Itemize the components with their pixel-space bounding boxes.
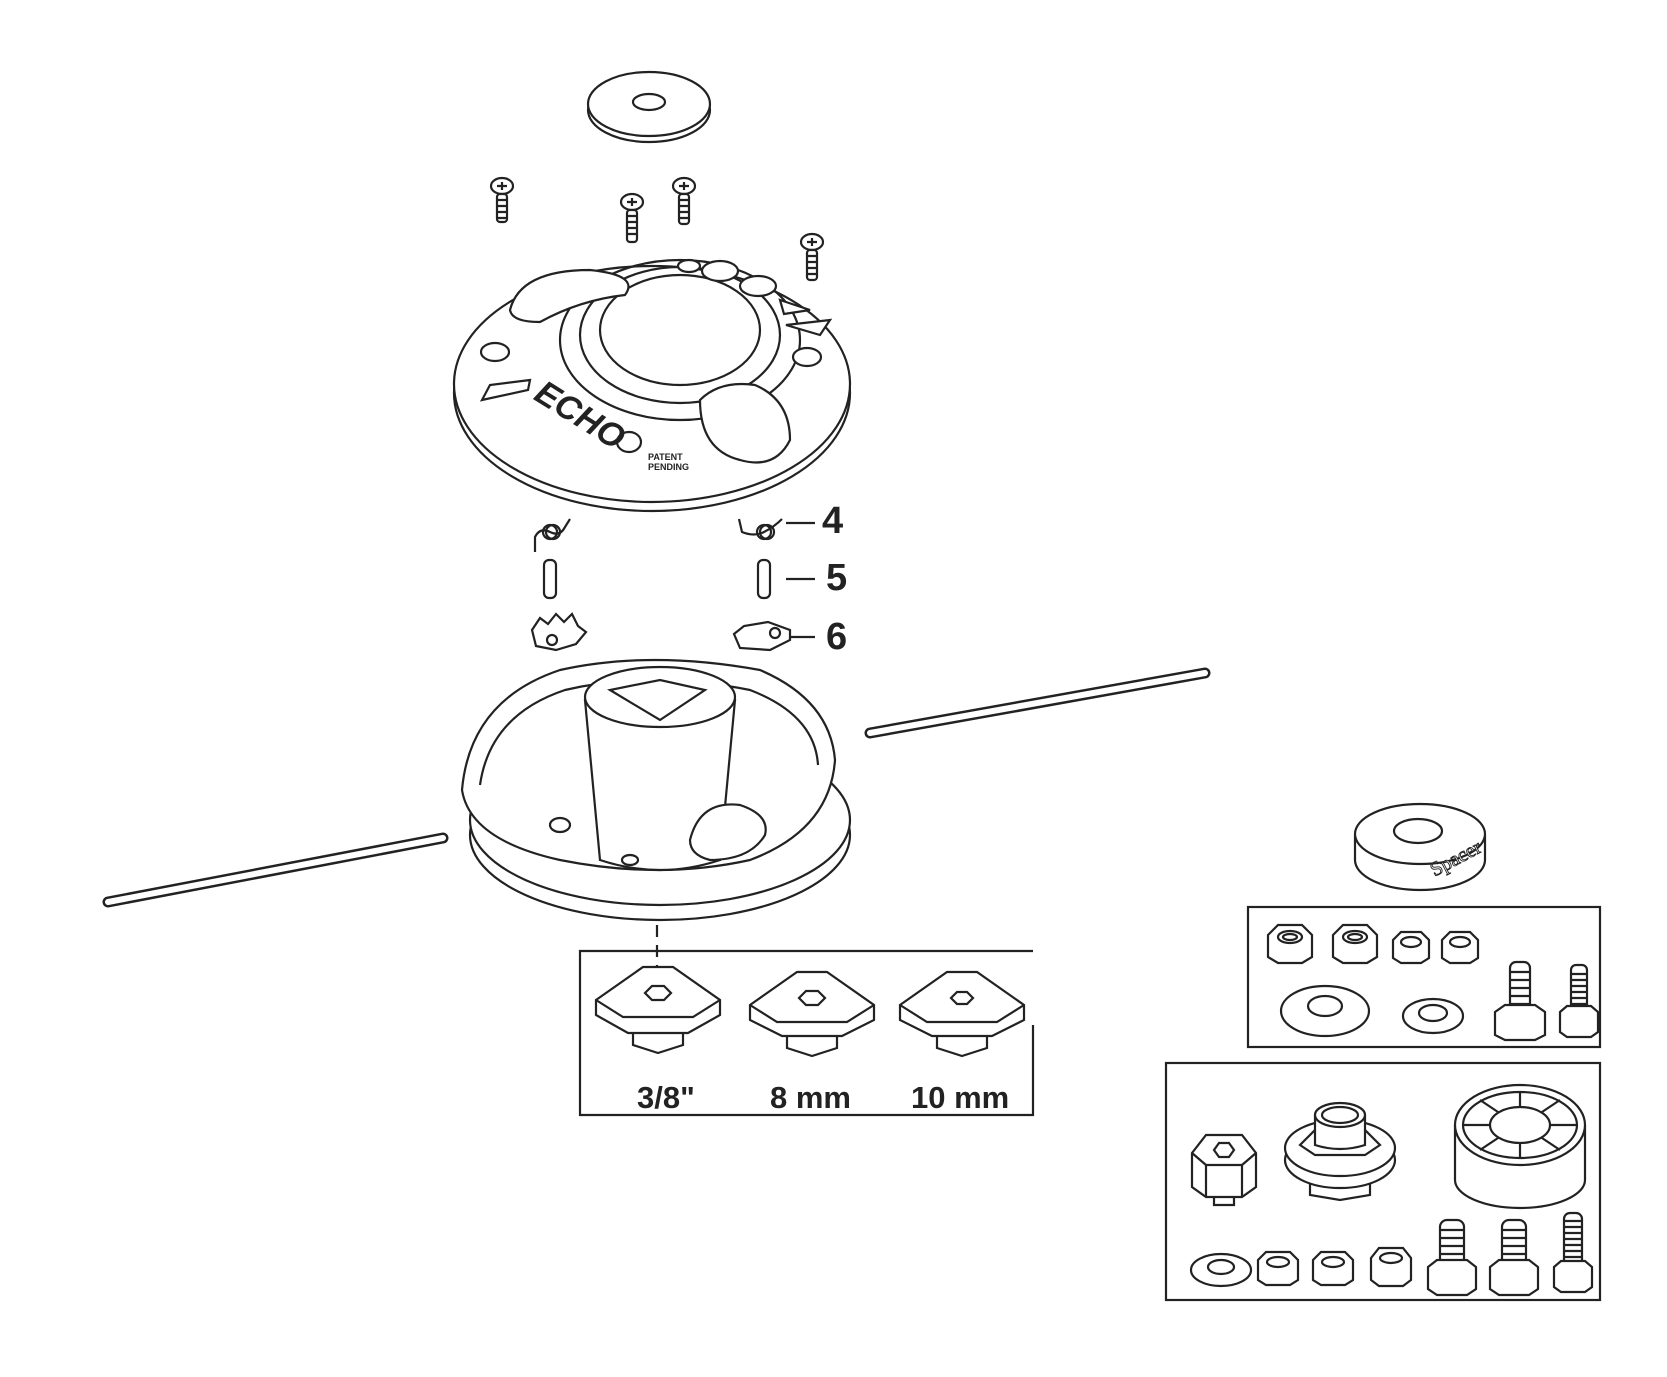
callout-4: 4 [822, 500, 844, 542]
spool-body [460, 658, 852, 922]
top-washer [586, 70, 712, 144]
pins [542, 558, 772, 600]
pawls [530, 612, 792, 652]
trimmer-lines [102, 667, 1211, 908]
callout-leaders [786, 521, 815, 639]
adapter-3-8 [594, 965, 722, 1055]
patent-text-line1: PATENT [648, 452, 683, 462]
adapter-box [578, 925, 1035, 1117]
adapter-8mm [748, 970, 876, 1058]
hex-adapter [1190, 1133, 1258, 1207]
spool-cap: ECHO PATENT PENDING [452, 258, 852, 513]
callout-5: 5 [826, 557, 848, 599]
patent-text-line2: PENDING [648, 462, 689, 472]
collar-adapter [1283, 1101, 1397, 1202]
large-spacer-ring [1453, 1083, 1587, 1210]
adapter-size-label-3-8: 3/8" [637, 1080, 695, 1115]
callout-6: 6 [826, 616, 848, 658]
spacer: Spacer [1353, 802, 1487, 892]
hardware-kit-small [1246, 905, 1602, 1049]
adapter-10mm [898, 970, 1026, 1058]
screws [489, 176, 825, 282]
adapter-size-label-10mm: 10 mm [911, 1080, 1010, 1115]
hardware-kit-large [1164, 1061, 1602, 1302]
springs [533, 518, 783, 552]
adapter-size-label-8mm: 8 mm [770, 1080, 851, 1115]
